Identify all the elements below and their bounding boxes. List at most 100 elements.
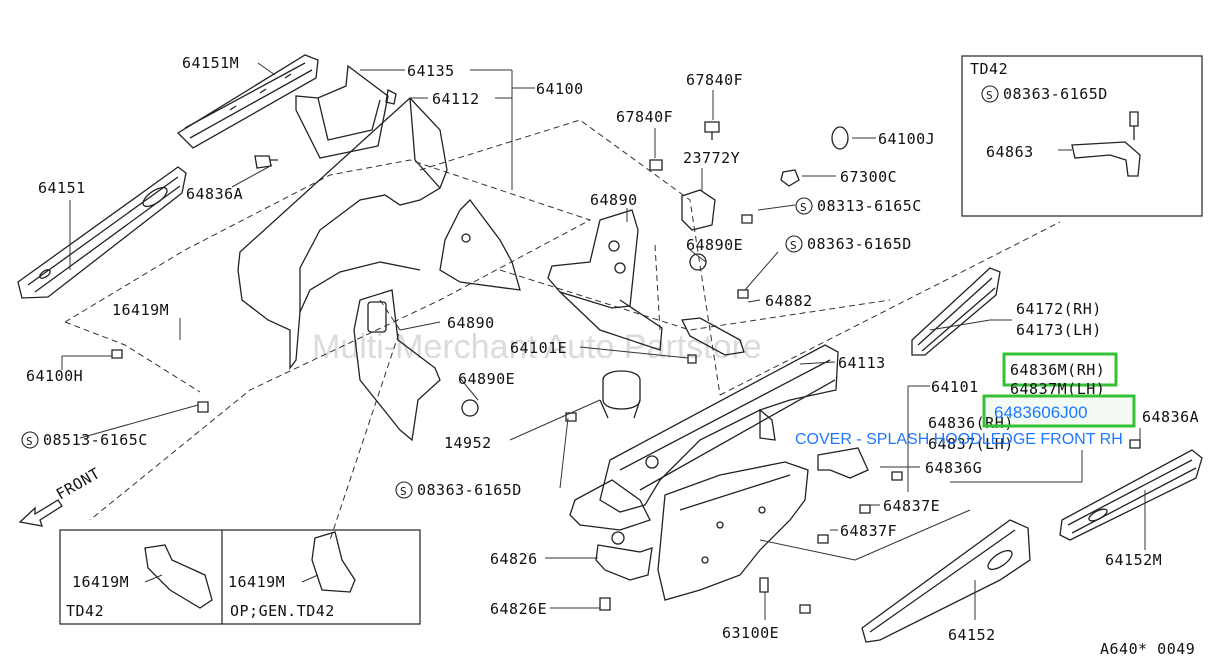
label-64135[interactable]: 64135 xyxy=(407,62,455,80)
label-64151[interactable]: 64151 xyxy=(38,179,86,197)
label-64113[interactable]: 64113 xyxy=(838,354,886,372)
label-16419m-op[interactable]: 16419M xyxy=(228,573,285,591)
part-64836-splash-cover[interactable] xyxy=(657,461,809,601)
selected-part-number[interactable]: 6483606J00 xyxy=(994,403,1088,422)
front-direction-arrow: FRONT xyxy=(18,464,103,527)
label-64890e-mid[interactable]: 64890E xyxy=(458,370,515,388)
part-64172-rail[interactable] xyxy=(911,267,1001,356)
label-64151m[interactable]: 64151M xyxy=(182,54,239,72)
label-64836a-right[interactable]: 64836A xyxy=(1142,408,1199,426)
label-08363-6165d-low[interactable]: 08363-6165D xyxy=(417,481,522,499)
label-16419m[interactable]: 16419M xyxy=(112,301,169,319)
bolt-08313 xyxy=(741,214,753,224)
label-64890-top[interactable]: 64890 xyxy=(590,191,638,209)
svg-text:S: S xyxy=(800,201,807,214)
part-64113-bracket[interactable] xyxy=(681,317,745,356)
label-64112[interactable]: 64112 xyxy=(432,90,480,108)
bolt-67840f-a xyxy=(704,121,720,140)
label-64101[interactable]: 64101 xyxy=(931,378,979,396)
bolt-64836g xyxy=(891,471,903,481)
s-mark-icon xyxy=(981,85,999,103)
svg-text:S: S xyxy=(986,89,993,102)
part-23772y-bracket[interactable] xyxy=(681,189,716,231)
part-64863-bracket[interactable] xyxy=(1071,141,1141,177)
label-64836a-top[interactable]: 64836A xyxy=(186,185,243,203)
part-16419m-op[interactable] xyxy=(311,531,356,593)
bolt-64826e xyxy=(599,597,611,611)
label-64836g[interactable]: 64836G xyxy=(925,459,982,477)
label-63100e[interactable]: 63100E xyxy=(722,624,779,642)
bolt-67840f-b xyxy=(649,159,663,171)
front-label: FRONT xyxy=(53,464,103,503)
part-64135-bracket[interactable] xyxy=(295,64,397,159)
label-64826[interactable]: 64826 xyxy=(490,550,538,568)
svg-text:S: S xyxy=(400,485,407,498)
bolt-08363-low xyxy=(565,412,577,422)
label-64101e[interactable]: 64101E xyxy=(510,339,567,357)
bolt-inset xyxy=(1129,111,1139,140)
part-64151-rail[interactable] xyxy=(17,166,187,299)
s-mark-icon xyxy=(795,197,813,215)
label-inset-64863[interactable]: 64863 xyxy=(986,143,1034,161)
label-64837f[interactable]: 64837F xyxy=(840,522,897,540)
svg-text:S: S xyxy=(26,435,33,448)
label-67840f-mid[interactable]: 67840F xyxy=(616,108,673,126)
inset-bottom: 16419M TD42 16419M OP;GEN.TD42 xyxy=(59,529,421,625)
part-64152-member[interactable] xyxy=(861,519,1031,643)
bolt-08513 xyxy=(197,401,209,413)
label-inset-08363[interactable]: 08363-6165D xyxy=(1003,85,1108,103)
part-labels: 64151M 64135 64100 64112 67840F 67840F 2… xyxy=(21,54,1199,658)
assembly-dashed-lines xyxy=(64,119,1061,541)
label-64100[interactable]: 64100 xyxy=(536,80,584,98)
part-16419m-td42[interactable] xyxy=(144,544,213,609)
part-64826-bracket[interactable] xyxy=(595,531,653,581)
part-64152m-rail[interactable] xyxy=(1059,449,1203,541)
part-64101-member[interactable] xyxy=(569,344,839,531)
label-64826e[interactable]: 64826E xyxy=(490,600,547,618)
label-64836m-rh[interactable]: 64836M(RH) xyxy=(1010,361,1105,379)
highlight-box-selected-part xyxy=(982,394,1136,428)
part-64890-upper[interactable] xyxy=(547,209,663,351)
part-64890-mid[interactable] xyxy=(353,289,441,442)
bolt-64100h xyxy=(111,349,123,359)
part-64112-panel[interactable] xyxy=(237,97,521,370)
label-op-gen-tag: OP;GEN.TD42 xyxy=(230,602,335,620)
label-64172-rh[interactable]: 64172(RH) xyxy=(1016,300,1102,318)
label-64100j[interactable]: 64100J xyxy=(878,130,935,148)
label-64837-lh[interactable]: 64837(LH) xyxy=(928,435,1014,453)
label-64882[interactable]: 64882 xyxy=(765,292,813,310)
label-14952[interactable]: 14952 xyxy=(444,434,492,452)
s-mark-icon xyxy=(21,431,39,449)
clip-63100e xyxy=(759,577,811,614)
label-23772y[interactable]: 23772Y xyxy=(683,149,740,167)
label-64173-lh[interactable]: 64173(LH) xyxy=(1016,321,1102,339)
svg-text:S: S xyxy=(790,239,797,252)
label-67840f-top[interactable]: 67840F xyxy=(686,71,743,89)
leader-lines xyxy=(61,62,1146,620)
label-64100h[interactable]: 64100H xyxy=(26,367,83,385)
bolt-64836a-right xyxy=(1129,439,1141,449)
bolt-08363-mid xyxy=(737,289,749,299)
part-14952-clamp[interactable] xyxy=(599,370,641,419)
label-64837e[interactable]: 64837E xyxy=(883,497,940,515)
label-64890-mid[interactable]: 64890 xyxy=(447,314,495,332)
label-16419m-td42[interactable]: 16419M xyxy=(72,573,129,591)
label-64837m-lh[interactable]: 64837M(LH) xyxy=(1010,380,1105,398)
label-67300c[interactable]: 67300C xyxy=(840,168,897,186)
grommet-64890e-mid xyxy=(461,399,479,417)
label-64152[interactable]: 64152 xyxy=(948,626,996,644)
selected-part-description: COVER - SPLASH HOODLEDGE FRONT RH xyxy=(795,431,1123,448)
label-64152m[interactable]: 64152M xyxy=(1105,551,1162,569)
bolt-64836a xyxy=(254,155,278,169)
label-td42-tag: TD42 xyxy=(66,602,104,620)
label-08363-6165d-mid[interactable]: 08363-6165D xyxy=(807,235,912,253)
s-mark-icon xyxy=(395,481,413,499)
label-08313-6165c[interactable]: 08313-6165C xyxy=(817,197,922,215)
bolt-64837e xyxy=(859,504,871,514)
part-64836g-bracket[interactable] xyxy=(817,447,869,479)
part-64151m-rail[interactable] xyxy=(176,54,319,149)
label-08513-6165c[interactable]: 08513-6165C xyxy=(43,431,148,449)
highlight-box-64836m xyxy=(1002,352,1118,387)
label-64890e-top[interactable]: 64890E xyxy=(686,236,743,254)
